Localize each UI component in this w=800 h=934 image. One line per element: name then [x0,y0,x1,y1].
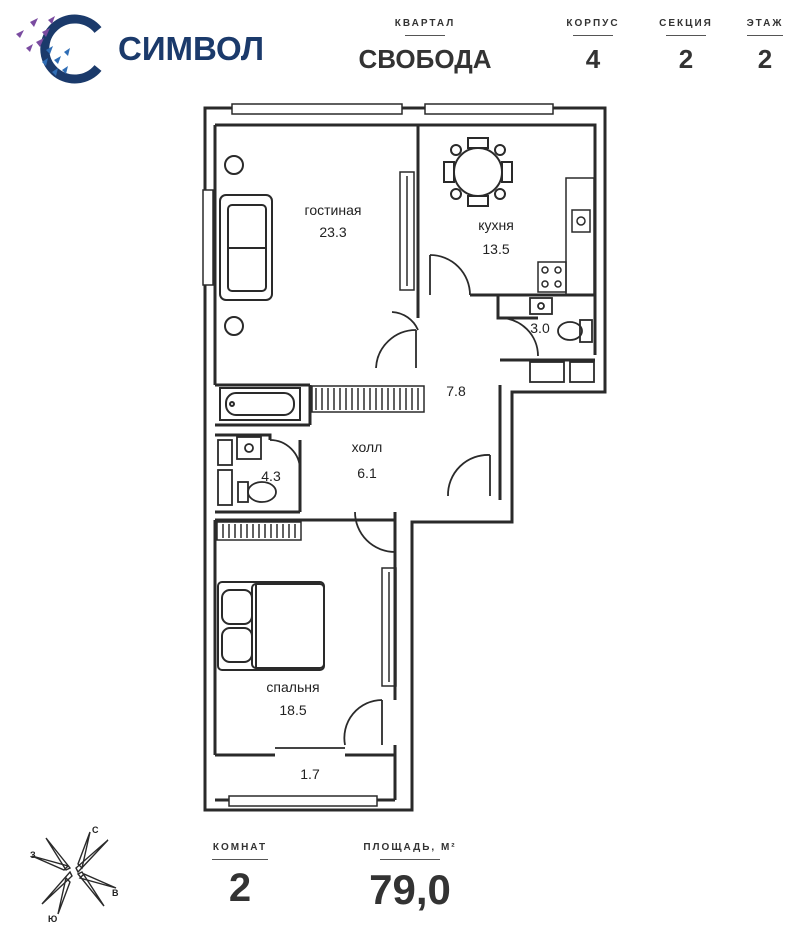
compass-rose-icon [31,831,117,915]
quarter-value: СВОБОДА [358,44,492,74]
floor-label: ЭТАЖ [746,18,784,29]
kitchen-name: кухня [478,217,514,233]
living-wardrobe [399,171,415,291]
rooms-label: КОМНАТ [212,842,268,853]
corridor-wardrobe [311,385,425,413]
sofa [219,155,273,336]
bathtub [219,387,301,421]
wc-area: 3.0 [530,320,550,336]
compass-north: С [92,825,99,835]
floor-divider [747,35,783,36]
section-label: СЕКЦИЯ [659,18,713,29]
section-divider [666,35,706,36]
rooms-divider [212,859,268,860]
corridor-area: 7.8 [446,383,466,399]
footer-area: ПЛОЩАДЬ, М² 79,0 [345,842,475,914]
loggia-area: 1.7 [300,766,320,782]
logo [6,8,116,88]
quarter-divider [405,35,445,36]
bedroom-wardrobe [216,521,302,541]
doors [269,254,539,749]
brand-name: СИМВОЛ [118,30,265,67]
bedroom-name: спальня [266,679,319,695]
compass-east: В [112,888,119,898]
bed [217,581,325,671]
area-value: 79,0 [369,866,451,913]
compass-south: Ю [48,914,57,924]
building-label: КОРПУС [566,18,620,29]
logo-mark [16,14,102,84]
rooms-value: 2 [228,866,252,910]
quarter-label: КВАРТАЛ [394,18,456,29]
area-divider [380,859,440,860]
kitchen-area: 13.5 [482,241,509,257]
header-section: СЕКЦИЯ 2 [648,18,724,75]
kitchen-counter [537,177,595,296]
header-building: КОРПУС 4 [555,18,631,75]
living-room-area: 23.3 [319,224,346,240]
area-label: ПЛОЩАДЬ, М² [363,842,457,853]
wc-fixtures [529,297,595,383]
section-value: 2 [678,44,694,74]
floor-value: 2 [757,44,773,74]
bathroom-area: 4.3 [261,468,281,484]
bathroom-fixtures [217,436,277,506]
hall-area: 6.1 [357,465,377,481]
building-divider [573,35,613,36]
hall-name: холл [352,439,383,455]
dining-table [443,137,513,207]
living-room-name: гостиная [305,202,362,218]
compass: С З В Ю [30,825,119,924]
bedroom-closet [381,567,397,687]
header-floor: ЭТАЖ 2 [730,18,800,75]
bedroom-area: 18.5 [279,702,306,718]
footer-rooms: КОМНАТ 2 [200,842,280,911]
windows [202,103,554,807]
header-quarter: КВАРТАЛ СВОБОДА [350,18,500,75]
compass-west: З [30,850,36,860]
building-value: 4 [585,44,601,74]
